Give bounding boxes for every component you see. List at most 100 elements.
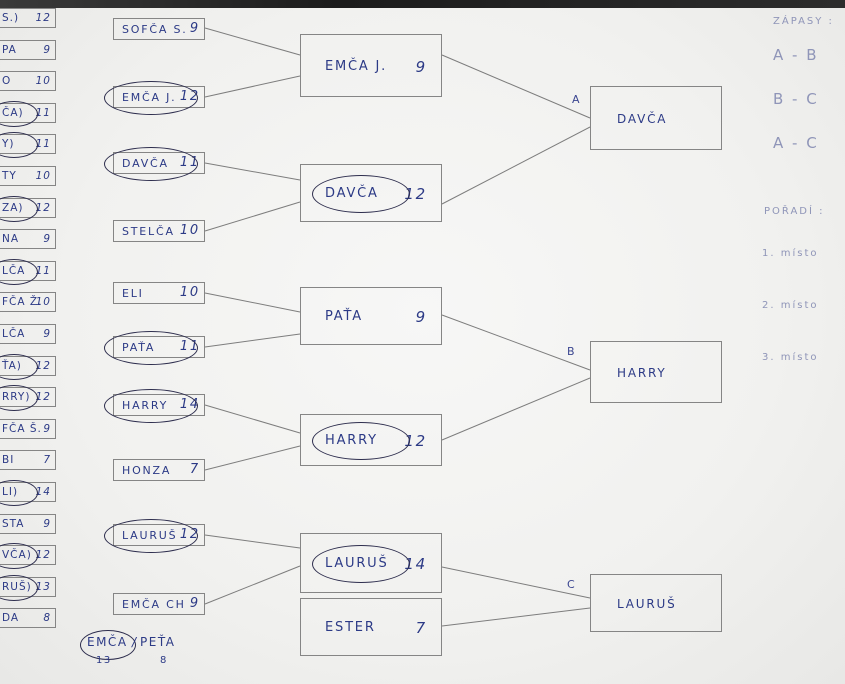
left-strip-name: TY [2, 170, 17, 182]
left-strip-entry: ZA)12 [0, 197, 56, 218]
connector-line [441, 377, 591, 441]
group-winner-box: LAURUŠ [590, 574, 722, 632]
left-strip-score: 12 [35, 12, 51, 24]
left-strip-score: 7 [43, 454, 51, 467]
left-strip-name: RRY) [2, 391, 31, 404]
player-score: 11 [179, 155, 200, 170]
round2-player-box: HARRY 12 [300, 414, 442, 466]
player-score: 14 [179, 397, 200, 412]
dark-top-edge [0, 0, 845, 8]
player-score: 9 [415, 308, 427, 326]
player-name: EMČA J. [325, 58, 388, 74]
player-score: 12 [404, 432, 427, 450]
connector-line [204, 292, 301, 313]
left-strip-name: ŤA) [2, 359, 22, 372]
ranking-title: POŘADÍ : [764, 206, 825, 217]
left-strip-entry: LI)14 [0, 482, 56, 502]
left-strip-score: 9 [43, 517, 51, 530]
left-strip-score: 10 [35, 75, 51, 88]
connector-line [204, 404, 301, 434]
group-letter: B [567, 345, 575, 358]
left-strip-score: 12 [35, 549, 51, 562]
match-item: B - C [773, 90, 819, 108]
left-strip-name: FČA Š. [2, 422, 42, 435]
player-name: ELI [122, 287, 144, 300]
left-strip-score: 8 [43, 612, 51, 625]
connector-line [204, 162, 301, 181]
left-strip-name: BI [2, 454, 15, 467]
player-name: LAURUŠ [122, 529, 178, 542]
player-score: 11 [179, 339, 200, 354]
left-strip-score: 14 [35, 486, 51, 498]
connector-line [204, 27, 301, 56]
connector-line [441, 566, 591, 599]
connector-line [204, 565, 301, 605]
player-score: 9 [189, 596, 200, 611]
left-strip-entry: O 10 [0, 71, 56, 92]
group-letter: C [567, 578, 575, 591]
player-name: HARRY [325, 433, 378, 448]
match-item: A - C [773, 134, 819, 152]
round1-player-box: ELI 10 [113, 282, 205, 304]
left-strip-entry: ČA)11 [0, 102, 56, 123]
left-strip-score: 11 [35, 138, 51, 151]
group-winner-box: HARRY [590, 341, 722, 403]
left-strip-score: 12 [35, 359, 51, 372]
player-score: 14 [404, 555, 427, 573]
player-score: 10 [179, 285, 200, 300]
left-strip-score: 11 [35, 106, 51, 119]
left-strip-score: 10 [35, 296, 51, 309]
match-item: A - B [773, 46, 819, 64]
left-strip-name: O [2, 75, 12, 88]
left-strip-name: VČA) [2, 549, 32, 562]
left-strip-score: 9 [43, 328, 51, 340]
connector-line [204, 534, 301, 549]
connector-line [441, 314, 591, 371]
player-name: STELČA [122, 225, 175, 238]
left-strip-entry: S.)12 [0, 8, 56, 28]
left-strip-name: LČA [2, 264, 26, 277]
matches-title: ZÁPASY : [773, 16, 834, 27]
left-strip-entry: BI 7 [0, 450, 56, 471]
player-score: 7 [415, 619, 427, 637]
left-strip-name: PA [2, 43, 17, 56]
group-winner-box: DAVČA [590, 86, 722, 150]
player-name: EMČA J. [122, 91, 177, 104]
left-strip-name: STA [2, 517, 25, 530]
left-strip-name: NA [2, 233, 20, 246]
left-strip-entry: ŤA) 12 [0, 355, 56, 376]
bottom-name-score: 8 [160, 655, 168, 666]
bottom-name-score: 13 [96, 655, 112, 666]
left-strip-entry: FČA Ž.10 [0, 292, 56, 313]
bottom-name-label: EMČA [87, 635, 128, 649]
left-strip-entry: RUŠ)13 [0, 576, 56, 597]
ranking-item: 1. místo [762, 248, 819, 259]
winner-name: DAVČA [617, 112, 668, 126]
player-score: 7 [189, 462, 200, 477]
left-strip-score: 11 [35, 264, 51, 277]
left-strip-score: 9 [43, 43, 51, 56]
player-score: 12 [179, 89, 200, 104]
ranking-item: 2. místo [762, 300, 819, 311]
left-strip-entry: RRY)12 [0, 387, 56, 408]
bottom-name-label: PEŤA [140, 635, 176, 649]
player-score: 9 [189, 21, 200, 36]
left-strip-score: 13 [35, 580, 51, 593]
connector-line [204, 75, 301, 98]
left-strip-entry: Y)11 [0, 134, 56, 155]
player-name: PAŤA [325, 309, 363, 324]
round2-player-box: EMČA J.9 [300, 34, 442, 97]
left-strip-name: RUŠ) [2, 580, 32, 593]
round1-player-box: HARRY 14 [113, 394, 205, 416]
player-name: HARRY [122, 399, 169, 412]
player-score: 12 [404, 185, 427, 203]
paper-sheet [0, 8, 845, 684]
player-name: HONZA [122, 464, 172, 477]
